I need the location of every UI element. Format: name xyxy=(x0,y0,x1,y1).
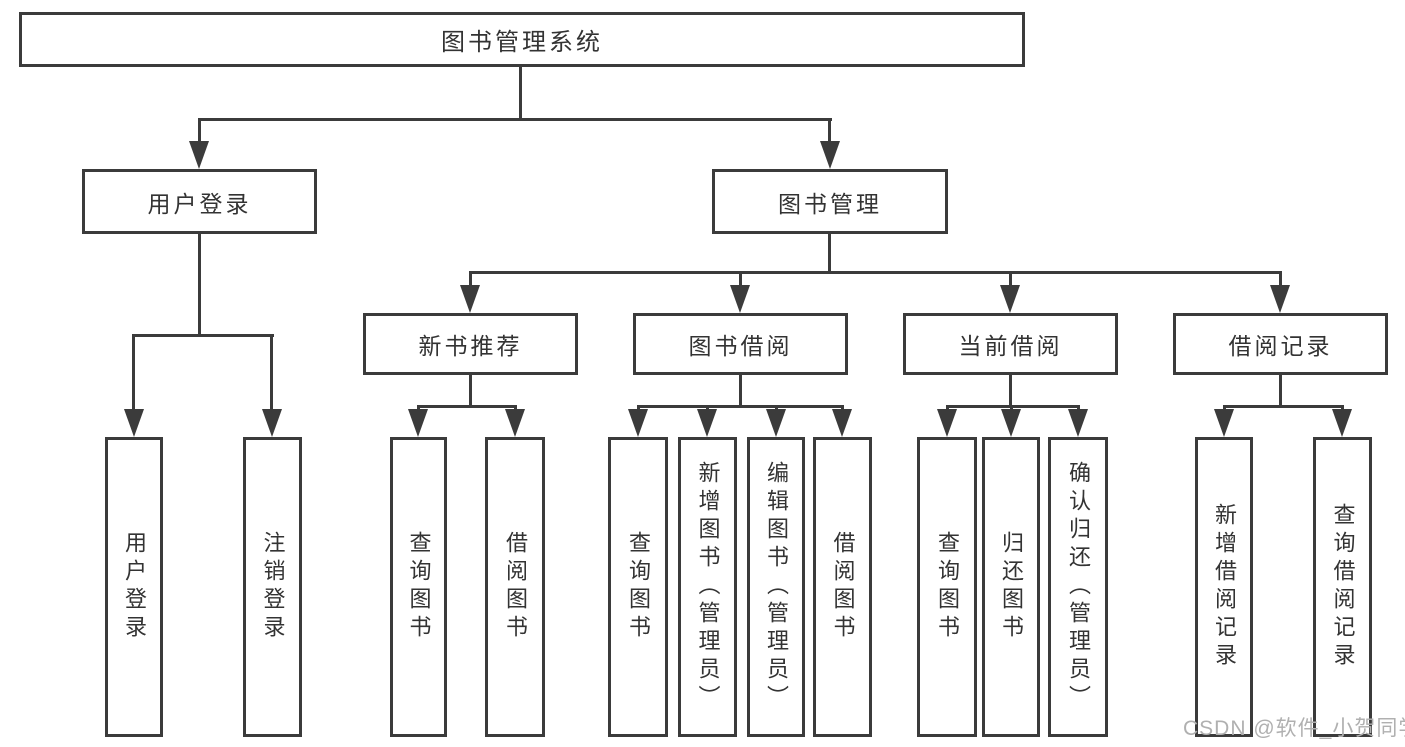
arrowhead-down-icon xyxy=(124,409,144,437)
connector-line xyxy=(637,405,844,408)
arrowhead-down-icon xyxy=(460,285,480,313)
node-add-borrow-record: 新增借阅记录 xyxy=(1195,437,1253,737)
node-book-management: 图书管理 xyxy=(712,169,948,234)
arrowhead-down-icon xyxy=(832,409,852,437)
node-user-login: 用户登录 xyxy=(82,169,317,234)
connector-line xyxy=(198,118,201,146)
connector-line xyxy=(198,234,201,336)
arrowhead-down-icon xyxy=(820,141,840,169)
arrowhead-down-icon xyxy=(1214,409,1234,437)
arrowhead-down-icon xyxy=(1332,409,1352,437)
node-return-books: 归还图书 xyxy=(982,437,1040,737)
node-edit-books-admin: 编辑图书（管理员） xyxy=(747,437,805,737)
connector-line xyxy=(469,375,472,407)
arrowhead-down-icon xyxy=(1001,409,1021,437)
connector-line xyxy=(198,118,832,121)
arrowhead-down-icon xyxy=(628,409,648,437)
connector-line xyxy=(1223,405,1344,408)
arrowhead-down-icon xyxy=(1270,285,1290,313)
connector-line xyxy=(1279,271,1282,287)
connector-line xyxy=(132,334,274,337)
arrowhead-down-icon xyxy=(937,409,957,437)
connector-line xyxy=(270,334,273,412)
node-borrow-books-2: 借阅图书 xyxy=(813,437,872,737)
node-borrow-books-1: 借阅图书 xyxy=(485,437,545,737)
node-confirm-return-admin: 确认归还（管理员） xyxy=(1048,437,1108,737)
node-query-books-2: 查询图书 xyxy=(608,437,668,737)
connector-line xyxy=(1009,271,1012,287)
connector-line xyxy=(417,405,517,408)
node-logout-leaf: 注销登录 xyxy=(243,437,302,737)
arrowhead-down-icon xyxy=(766,409,786,437)
node-query-borrow-record: 查询借阅记录 xyxy=(1313,437,1372,737)
connector-line xyxy=(1279,375,1282,407)
node-new-book-recommend: 新书推荐 xyxy=(363,313,578,375)
arrowhead-down-icon xyxy=(505,409,525,437)
connector-line xyxy=(469,271,1282,274)
arrowhead-down-icon xyxy=(189,141,209,169)
arrowhead-down-icon xyxy=(1068,409,1088,437)
arrowhead-down-icon xyxy=(1000,285,1020,313)
arrowhead-down-icon xyxy=(697,409,717,437)
connector-line xyxy=(828,118,831,146)
arrowhead-down-icon xyxy=(262,409,282,437)
node-add-books-admin: 新增图书（管理员） xyxy=(678,437,737,737)
connector-line xyxy=(946,405,1080,408)
arrowhead-down-icon xyxy=(408,409,428,437)
connector-line xyxy=(519,67,522,120)
node-system-root: 图书管理系统 xyxy=(19,12,1025,67)
connector-line xyxy=(828,234,831,274)
connector-line xyxy=(1009,375,1012,407)
node-query-books-1: 查询图书 xyxy=(390,437,447,737)
node-query-books-3: 查询图书 xyxy=(917,437,977,737)
connector-line xyxy=(132,334,135,412)
node-current-borrowing: 当前借阅 xyxy=(903,313,1118,375)
node-book-borrowing: 图书借阅 xyxy=(633,313,848,375)
watermark: CSDN @软件_小贺同学 xyxy=(1183,717,1405,740)
connector-line xyxy=(739,375,742,407)
arrowhead-down-icon xyxy=(730,285,750,313)
connector-line xyxy=(469,271,472,287)
node-borrowing-records: 借阅记录 xyxy=(1173,313,1388,375)
node-user-login-leaf: 用户登录 xyxy=(105,437,163,737)
connector-line xyxy=(739,271,742,287)
